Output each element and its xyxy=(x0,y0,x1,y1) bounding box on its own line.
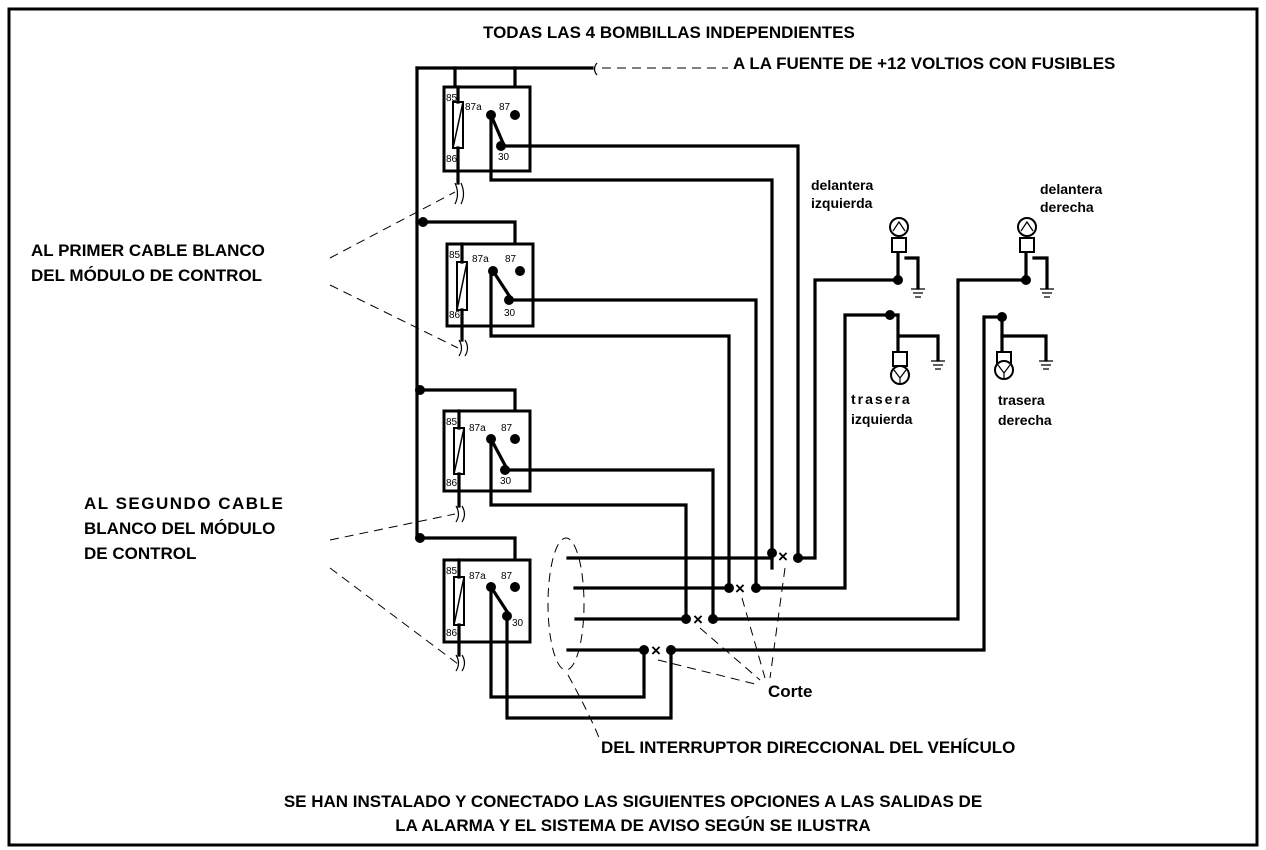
pin-86: 86 xyxy=(446,154,458,165)
lamp-front-right: delantera derecha xyxy=(1017,181,1102,298)
relay-3: 85 86 87a 87 30 xyxy=(442,409,715,622)
first-white-label-line2: DEL MÓDULO DE CONTROL xyxy=(31,266,262,285)
second-white-label-line2: BLANCO DEL MÓDULO xyxy=(84,519,275,538)
second-white-label-line3: DE CONTROL xyxy=(84,544,196,563)
pin-87a: 87a xyxy=(469,571,486,582)
lamp-label-line1: trasera xyxy=(851,391,912,407)
pin-87a: 87a xyxy=(465,102,482,113)
lamp-label-line1: delantera xyxy=(811,177,873,193)
pin-86: 86 xyxy=(446,478,458,489)
pin-87: 87 xyxy=(505,254,517,265)
pin-86: 86 xyxy=(449,310,461,321)
pin-87: 87 xyxy=(501,571,513,582)
first-white-label-line1: AL PRIMER CABLE BLANCO xyxy=(31,241,265,260)
title-top: TODAS LAS 4 BOMBILLAS INDEPENDIENTES xyxy=(483,23,855,42)
diagram-frame xyxy=(7,7,1259,847)
pin-86: 86 xyxy=(446,628,458,639)
cut-mark: × xyxy=(735,579,745,598)
cut-mark: × xyxy=(693,610,703,629)
lamp-label-line2: derecha xyxy=(1040,199,1094,215)
pin-30: 30 xyxy=(498,152,510,163)
lamp-label-line1: delantera xyxy=(1040,181,1102,197)
second-white-label-line1: AL SEGUNDO CABLE xyxy=(84,494,284,513)
lamp-rear-right: trasera derecha xyxy=(994,315,1053,428)
lamp-front-left: delantera izquierda xyxy=(811,177,925,298)
pin-30: 30 xyxy=(512,618,524,629)
cut-markers: × × × × xyxy=(651,547,788,685)
pin-85: 85 xyxy=(446,93,458,104)
bottom-note-line1: SE HAN INSTALADO Y CONECTADO LAS SIGUIEN… xyxy=(284,792,982,811)
relay-4: 85 86 87a 87 30 xyxy=(442,558,673,720)
pin-85: 85 xyxy=(449,250,461,261)
pin-87: 87 xyxy=(499,102,511,113)
bulb-icon xyxy=(1017,217,1037,237)
pin-87a: 87a xyxy=(469,423,486,434)
pin-87a: 87a xyxy=(472,254,489,265)
pin-30: 30 xyxy=(500,476,512,487)
power-label: A LA FUENTE DE +12 VOLTIOS CON FUSIBLES xyxy=(733,54,1115,73)
bulb-icon xyxy=(890,365,910,385)
pin-87: 87 xyxy=(501,423,513,434)
white-wire-leaders xyxy=(329,191,459,665)
cut-mark: × xyxy=(651,641,661,660)
lamp-label-line2: izquierda xyxy=(851,411,913,427)
bulb-icon xyxy=(994,360,1014,380)
pin-30: 30 xyxy=(504,308,516,319)
lamp-rear-left: trasera izquierda xyxy=(851,313,945,427)
relay-2: 85 86 87a 87 30 xyxy=(445,242,758,590)
lamp-label-line2: derecha xyxy=(998,412,1052,428)
lamp-label-line2: izquierda xyxy=(811,195,873,211)
bulb-icon xyxy=(889,217,909,237)
bottom-note-line2: LA ALARMA Y EL SISTEMA DE AVISO SEGÚN SE… xyxy=(395,816,870,835)
lamp-label-line1: trasera xyxy=(998,392,1045,408)
turn-switch-label: DEL INTERRUPTOR DIRECCIONAL DEL VEHÍCULO xyxy=(601,738,1015,757)
relay-1: 85 86 87a 87 30 xyxy=(442,85,800,570)
cut-label: Corte xyxy=(768,682,812,701)
lamp-feeds xyxy=(669,275,1031,652)
coil-wire-ends xyxy=(454,182,469,672)
cut-mark: × xyxy=(778,547,788,566)
pin-85: 85 xyxy=(446,566,458,577)
pin-85: 85 xyxy=(446,417,458,428)
